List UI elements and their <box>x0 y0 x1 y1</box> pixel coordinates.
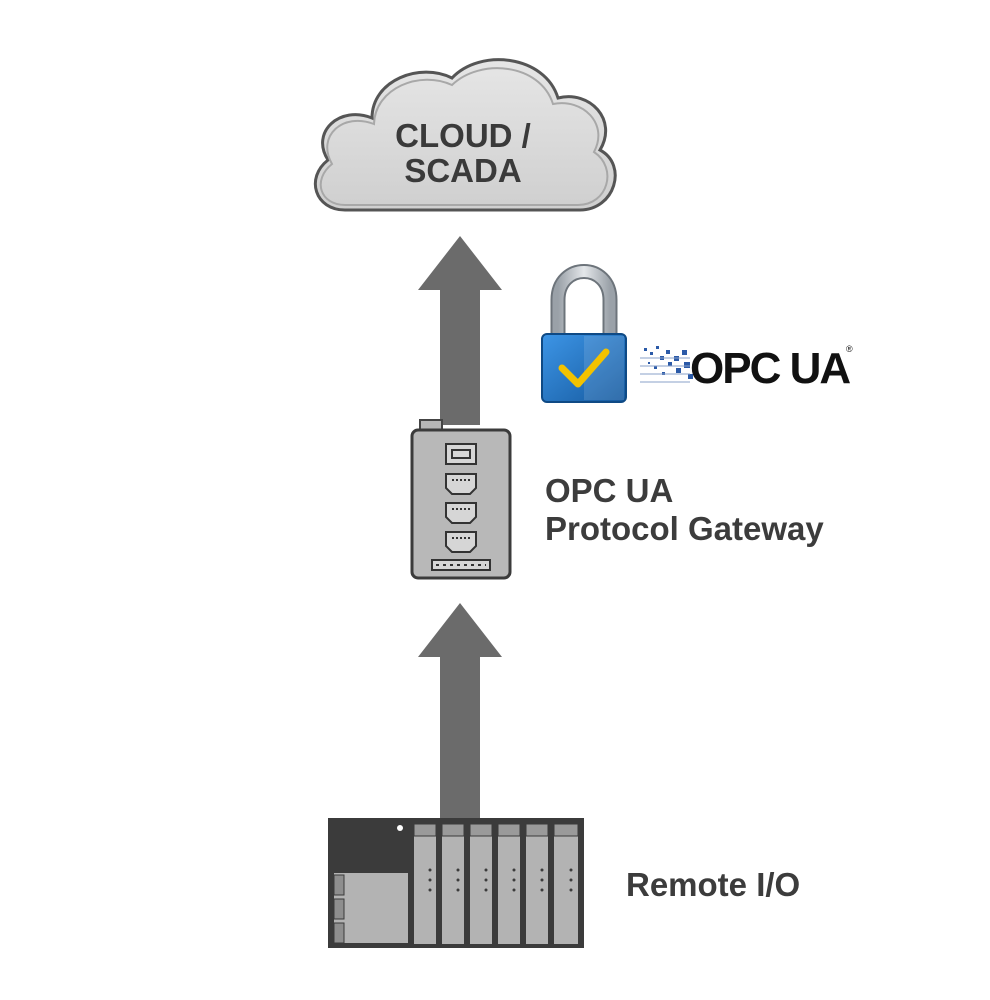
opc-ua-registered-mark: ® <box>846 344 853 354</box>
gateway-ethernet-port-3 <box>445 531 477 553</box>
gateway-ethernet-port-2 <box>445 502 477 524</box>
gateway-label-line1: OPC UA <box>545 472 674 509</box>
remote-io-label: Remote I/O <box>626 866 801 903</box>
opc-ua-logo: OPC UA ® <box>640 344 853 393</box>
cloud-title-line1: CLOUD / <box>395 117 531 154</box>
cloud-shape <box>313 58 617 212</box>
io-module-3 <box>469 823 493 944</box>
gateway-ethernet-port-1 <box>445 473 477 495</box>
gateway-label: OPC UA Protocol Gateway <box>545 472 824 548</box>
opc-ua-logo-text: OPC UA <box>690 344 850 393</box>
io-module-2 <box>441 823 465 944</box>
lock-icon <box>541 264 627 403</box>
io-module-4 <box>497 823 521 944</box>
gateway-label-line2: Protocol Gateway <box>545 509 824 547</box>
arrow-up-lower <box>418 603 502 818</box>
io-module-1 <box>413 823 437 944</box>
cloud-title-line2: SCADA <box>404 152 521 189</box>
io-module-5 <box>525 823 549 944</box>
io-module-6 <box>553 823 579 944</box>
gateway-device <box>410 419 512 580</box>
arrow-up-upper <box>418 236 502 425</box>
remote-io-rack <box>328 818 584 948</box>
